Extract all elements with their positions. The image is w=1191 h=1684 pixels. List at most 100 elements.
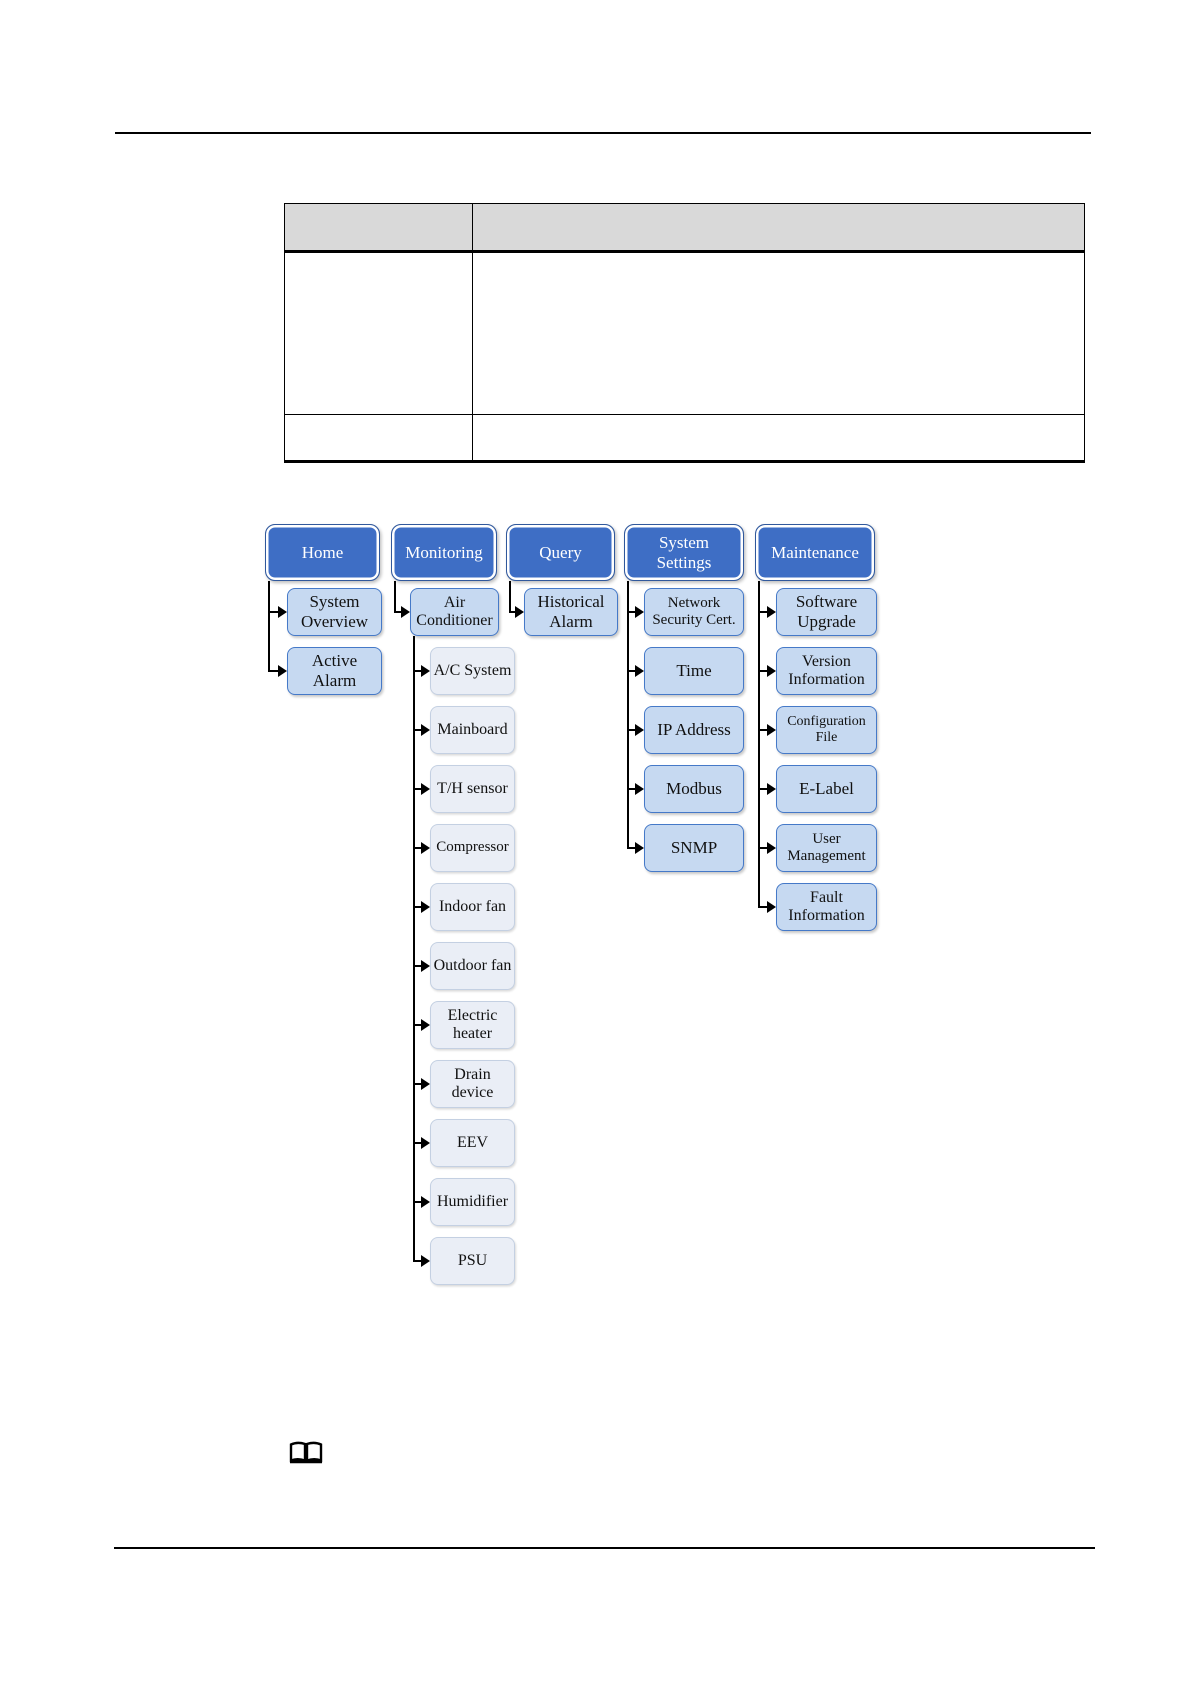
connector-elbow <box>413 965 421 967</box>
arrow-right-icon <box>767 783 776 795</box>
arrow-right-icon <box>421 783 430 795</box>
connector-elbow <box>413 670 421 672</box>
connector-elbow <box>758 729 767 731</box>
arrow-right-icon <box>421 724 430 736</box>
connector-vline-query <box>509 581 511 613</box>
connector-elbow <box>413 1083 421 1085</box>
arrow-right-icon <box>767 842 776 854</box>
menu-item-compressor: Compressor <box>430 824 515 872</box>
table-cell <box>284 414 473 463</box>
connector-elbow <box>758 788 767 790</box>
menu-item-modbus: Modbus <box>644 765 744 813</box>
connector-elbow <box>413 729 421 731</box>
arrow-right-icon <box>421 1019 430 1031</box>
menu-item-drain-device: Drain device <box>430 1060 515 1108</box>
menu-item-historical-alarm: Historical Alarm <box>524 588 618 636</box>
menu-item-psu: PSU <box>430 1237 515 1285</box>
arrow-right-icon <box>278 606 287 618</box>
arrow-right-icon <box>635 606 644 618</box>
menu-item-humidifier: Humidifier <box>430 1178 515 1226</box>
menu-box-query: Query <box>506 524 615 581</box>
menu-item-time: Time <box>644 647 744 695</box>
connector-elbow <box>394 611 401 613</box>
connector-elbow <box>268 611 278 613</box>
arrow-right-icon <box>278 665 287 677</box>
table-header-cell <box>284 203 473 253</box>
arrow-right-icon <box>767 606 776 618</box>
arrow-right-icon <box>421 665 430 677</box>
connector-elbow <box>268 670 278 672</box>
menu-item-ac-system: A/C System <box>430 647 515 695</box>
connector-elbow <box>413 1024 421 1026</box>
connector-elbow <box>758 906 767 908</box>
arrow-right-icon <box>421 1078 430 1090</box>
menu-item-mainboard: Mainboard <box>430 706 515 754</box>
note-open-book-icon <box>288 1440 324 1466</box>
arrow-right-icon <box>515 606 524 618</box>
menu-item-th-sensor: T/H sensor <box>430 765 515 813</box>
connector-elbow <box>509 611 515 613</box>
menu-item-indoor-fan: Indoor fan <box>430 883 515 931</box>
arrow-right-icon <box>421 901 430 913</box>
arrow-right-icon <box>401 606 410 618</box>
arrow-right-icon <box>635 842 644 854</box>
table-cell <box>472 251 1085 415</box>
menu-item-network-security-cert: Network Security Cert. <box>644 588 744 636</box>
connector-elbow <box>413 906 421 908</box>
arrow-right-icon <box>635 724 644 736</box>
menu-item-active-alarm: Active Alarm <box>287 647 382 695</box>
menu-item-user-management: User Management <box>776 824 877 872</box>
arrow-right-icon <box>767 724 776 736</box>
connector-vline-maintenance <box>758 581 760 908</box>
arrow-right-icon <box>421 842 430 854</box>
connector-elbow <box>627 670 635 672</box>
table-row <box>284 251 1085 415</box>
connector-elbow <box>627 847 635 849</box>
arrow-right-icon <box>421 1255 430 1267</box>
arrow-right-icon <box>635 665 644 677</box>
connector-elbow <box>627 729 635 731</box>
menu-box-system-settings: System Settings <box>624 524 744 581</box>
connector-vline-system-settings <box>627 581 629 849</box>
menu-item-software-upgrade: Software Upgrade <box>776 588 877 636</box>
table-header-cell <box>472 203 1085 253</box>
menu-item-e-label: E-Label <box>776 765 877 813</box>
connector-elbow <box>413 1201 421 1203</box>
menu-item-electric-heater: Electric heater <box>430 1001 515 1049</box>
arrow-right-icon <box>767 901 776 913</box>
connector-elbow <box>627 788 635 790</box>
menu-box-home: Home <box>265 524 380 581</box>
arrow-right-icon <box>421 1196 430 1208</box>
menu-item-version-information: Version Information <box>776 647 877 695</box>
connector-elbow <box>758 847 767 849</box>
menu-item-air-conditioner: Air Conditioner <box>410 588 499 636</box>
content-table <box>284 203 1085 463</box>
menu-item-snmp: SNMP <box>644 824 744 872</box>
connector-elbow <box>627 611 635 613</box>
arrow-right-icon <box>421 960 430 972</box>
table-cell <box>472 414 1085 463</box>
menu-item-outdoor-fan: Outdoor fan <box>430 942 515 990</box>
menu-item-fault-information: Fault Information <box>776 883 877 931</box>
arrow-right-icon <box>635 783 644 795</box>
footer-rule <box>114 1547 1095 1549</box>
connector-elbow <box>413 788 421 790</box>
menu-item-configuration-file: Configuration File <box>776 706 877 754</box>
connector-elbow <box>413 1260 421 1262</box>
menu-item-system-overview: System Overview <box>287 588 382 636</box>
arrow-right-icon <box>767 665 776 677</box>
table-cell <box>284 251 473 415</box>
connector-elbow <box>758 670 767 672</box>
table-row <box>284 414 1085 463</box>
connector-vline-home <box>268 581 270 672</box>
connector-elbow <box>758 611 767 613</box>
menu-item-eev: EEV <box>430 1119 515 1167</box>
table-header-row <box>284 203 1085 253</box>
header-rule <box>115 132 1091 134</box>
menu-box-maintenance: Maintenance <box>755 524 875 581</box>
connector-elbow <box>413 847 421 849</box>
connector-elbow <box>413 1142 421 1144</box>
menu-box-monitoring: Monitoring <box>391 524 497 581</box>
connector-vline-monitoring <box>394 581 396 613</box>
